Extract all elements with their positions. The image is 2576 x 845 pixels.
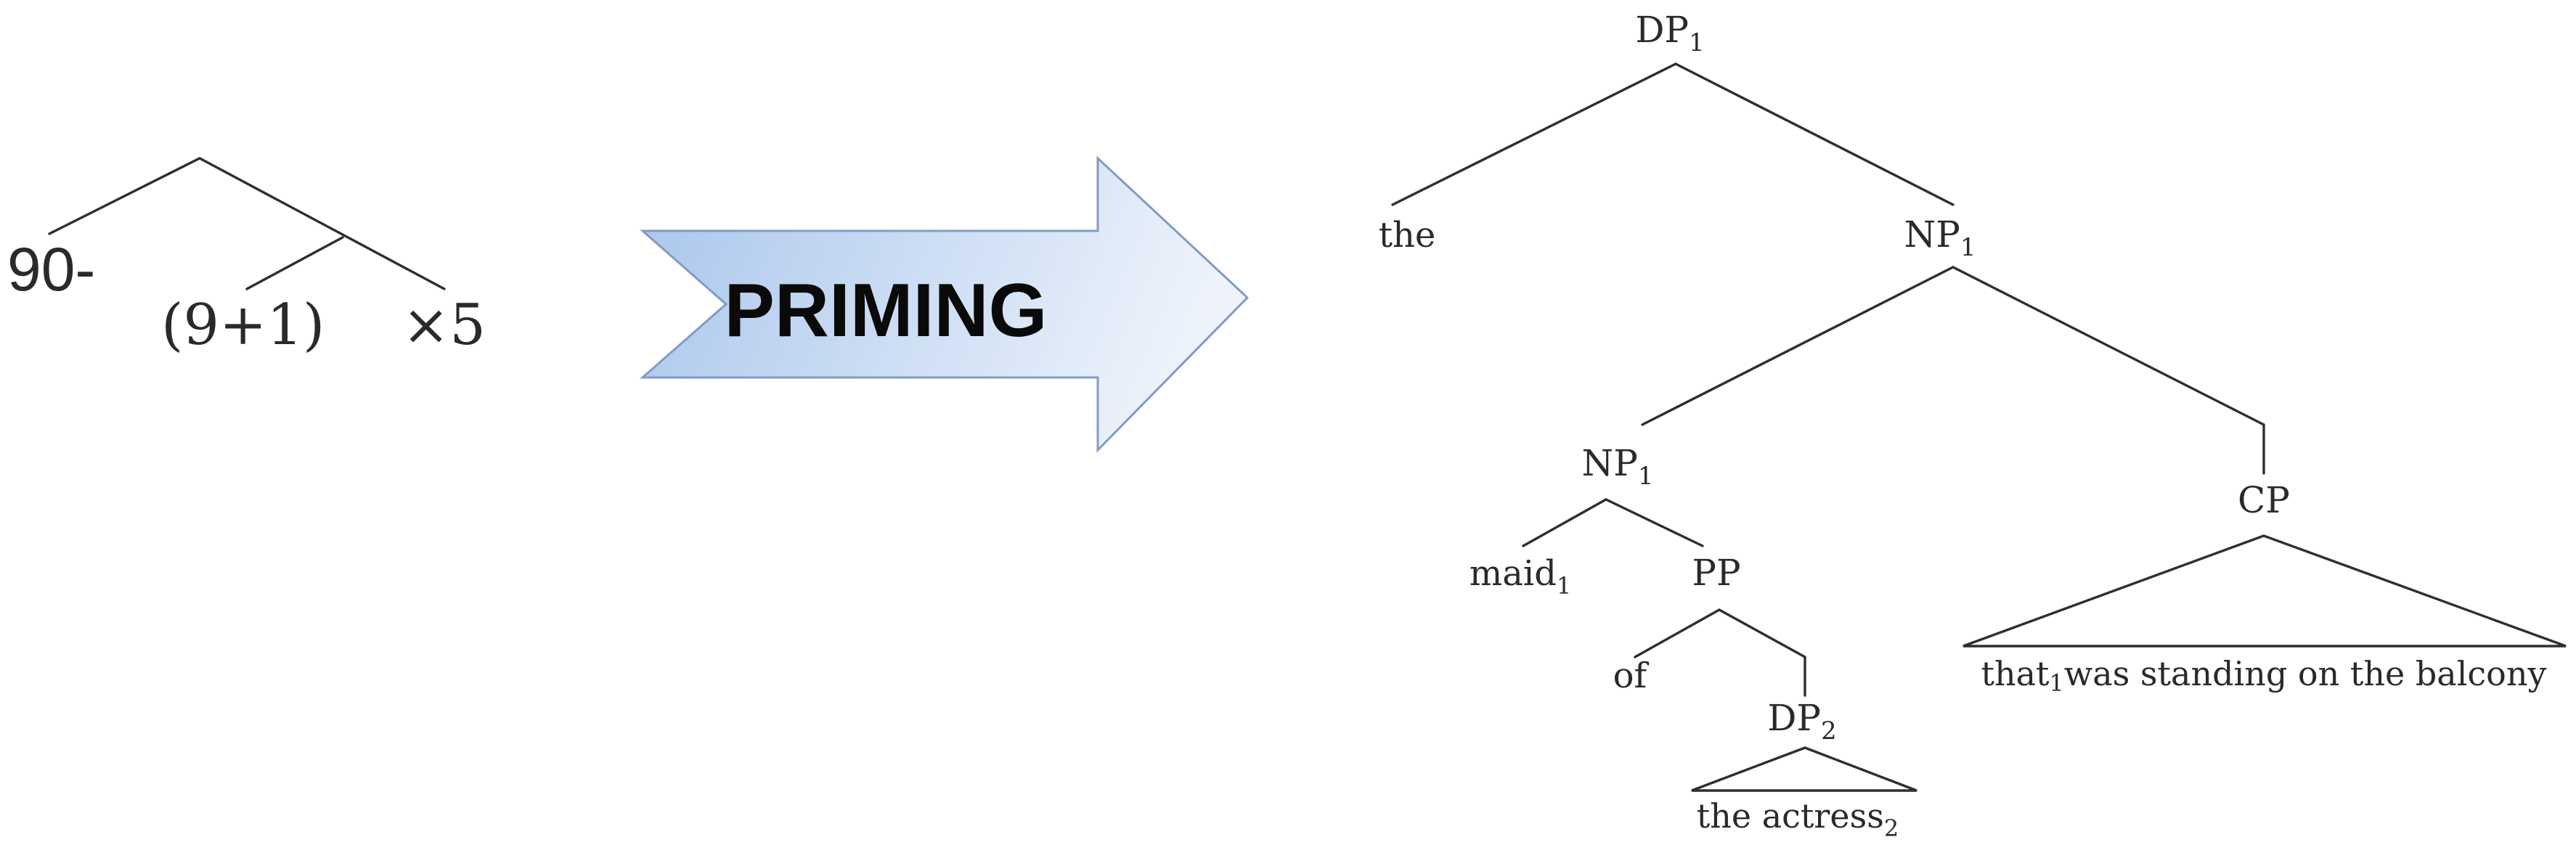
node-cp-text: that1was standing on the balcony (1981, 654, 2547, 697)
node-maid: maid1 (1470, 553, 1572, 600)
node-dp-root: DP1 (1635, 9, 1704, 57)
node-np-inner: NP1 (1581, 442, 1653, 491)
syntax-tree: DP1 the NP1 NP1 CP maid1 PP of DP2 the a… (1379, 9, 2567, 842)
node-np-top: NP1 (1904, 213, 1976, 262)
math-label-left: 90- (7, 235, 95, 303)
math-tree: 90- (9+1) ×5 (7, 157, 486, 358)
node-dp2: DP2 (1767, 697, 1836, 746)
node-the-actress: the actress2 (1697, 796, 1899, 842)
arrow-shape (640, 155, 1250, 453)
cp-triangle (1962, 534, 2567, 648)
priming-arrow: PRIMING (640, 155, 1250, 453)
edge-np-np (1641, 266, 1955, 426)
edge-dp-the (1391, 62, 1677, 206)
math-branch-inner (245, 236, 344, 290)
math-label-middle: (9+1) (161, 293, 325, 358)
edge-npinner-pp (1605, 498, 1704, 547)
math-label-right: ×5 (402, 293, 486, 358)
math-branch-left (48, 157, 201, 235)
edge-np-cp (1952, 266, 2265, 426)
node-cp: CP (2238, 479, 2290, 521)
edge-dp-np (1674, 62, 1955, 206)
edge-pp-dp (1718, 608, 1806, 658)
priming-label: PRIMING (725, 269, 1048, 353)
edge-pp-of (1634, 608, 1721, 658)
node-pp: PP (1692, 552, 1740, 594)
node-of: of (1613, 656, 1650, 696)
edge-npinner-maid (1522, 498, 1607, 547)
dp2-triangle (1691, 746, 1917, 792)
node-the: the (1379, 215, 1436, 256)
math-branch-right (198, 157, 446, 290)
